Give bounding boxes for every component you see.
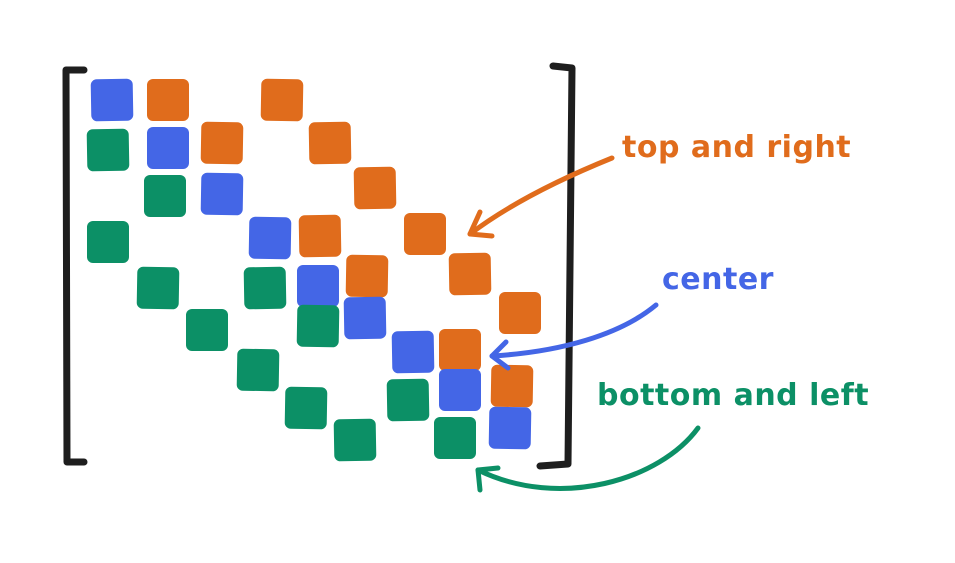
block-bottom-and-left — [136, 266, 180, 310]
block-top-and-right — [490, 364, 534, 408]
label-center: center — [662, 262, 774, 297]
label-bottom-and-left: bottom and left — [597, 378, 870, 413]
block-center — [297, 265, 339, 307]
block-bottom-and-left — [144, 175, 186, 217]
block-bottom-and-left — [434, 417, 476, 459]
block-bottom-and-left — [333, 418, 377, 462]
block-top-and-right — [404, 213, 446, 255]
block-bottom-and-left — [86, 128, 130, 172]
block-top-and-right — [298, 214, 342, 258]
block-top-and-right — [200, 121, 244, 165]
block-top-and-right — [260, 78, 304, 122]
block-bottom-and-left — [296, 304, 340, 348]
arrow-top-and-right — [467, 155, 615, 239]
block-bottom-and-left — [284, 386, 328, 430]
block-center — [343, 296, 387, 340]
block-bottom-and-left — [87, 221, 129, 263]
arrow-bottom-and-left — [475, 425, 701, 493]
block-bottom-and-left — [243, 266, 287, 310]
block-top-and-right — [147, 79, 189, 121]
block-center — [200, 172, 244, 216]
block-center — [90, 78, 134, 122]
block-center — [248, 216, 292, 260]
block-center — [391, 330, 435, 374]
block-top-and-right — [308, 121, 352, 165]
block-bottom-and-left — [386, 378, 430, 422]
block-top-and-right — [448, 252, 492, 296]
right-bracket — [536, 62, 576, 470]
block-top-and-right — [353, 166, 397, 210]
label-top-and-right: top and right — [622, 130, 852, 165]
block-bottom-and-left — [236, 348, 280, 392]
block-center — [147, 127, 189, 169]
block-bottom-and-left — [186, 309, 228, 351]
block-center — [439, 369, 481, 411]
block-top-and-right — [345, 254, 389, 298]
left-bracket — [62, 66, 88, 466]
arrow-center — [489, 302, 659, 371]
block-top-and-right — [439, 329, 481, 371]
block-top-and-right — [499, 292, 541, 334]
block-center — [488, 406, 532, 450]
matrix-blocks — [86, 78, 541, 462]
